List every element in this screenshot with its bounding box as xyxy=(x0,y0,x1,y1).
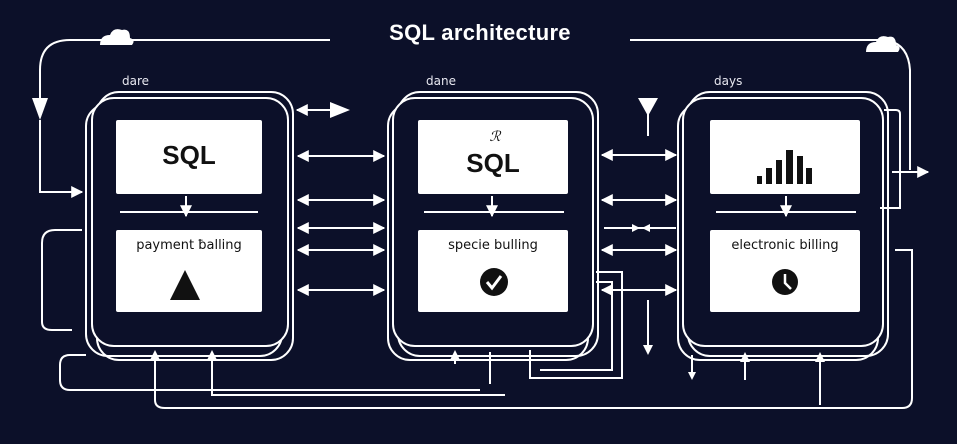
right-connectors xyxy=(691,109,930,405)
left-connectors xyxy=(39,120,913,409)
column-2-billing-label: specie bulling xyxy=(448,238,538,253)
right-arrow-icon xyxy=(632,224,640,232)
column-1-label: dare xyxy=(122,74,150,88)
column-2-mark: ℛ xyxy=(489,128,501,144)
column-3-billing-label: electronic billing xyxy=(731,238,839,253)
down-arrow-icon xyxy=(688,372,696,380)
triangle-icon xyxy=(170,270,200,300)
column-3-label: days xyxy=(714,74,743,88)
col2-col3-connectors xyxy=(454,100,678,384)
down-arrow-icon xyxy=(32,98,48,120)
column-2-sql-label: SQL xyxy=(466,148,520,178)
up-arrow-icon xyxy=(450,350,460,360)
up-arrow-icon xyxy=(740,352,750,362)
right-arrow-icon xyxy=(330,102,350,118)
diagram-title: SQL architecture xyxy=(330,20,630,46)
column-1-sql-label: SQL xyxy=(162,140,216,170)
column-1-billing-label: payment ƀalling xyxy=(136,238,242,253)
checkmark-icon xyxy=(480,268,508,296)
cloud-icon xyxy=(866,36,900,52)
column-1-panel xyxy=(85,91,294,361)
col1-col2-connectors xyxy=(295,104,386,296)
column-2-label: dane xyxy=(426,74,456,88)
cloud-icon xyxy=(100,29,134,45)
column-2-panel xyxy=(387,91,599,361)
down-arrow-icon xyxy=(638,98,658,116)
column-3-panel xyxy=(677,91,889,361)
up-arrow-icon xyxy=(815,352,825,362)
left-arrow-icon xyxy=(642,224,650,232)
bar-chart-icon xyxy=(757,150,812,184)
down-arrow-icon xyxy=(643,345,653,355)
